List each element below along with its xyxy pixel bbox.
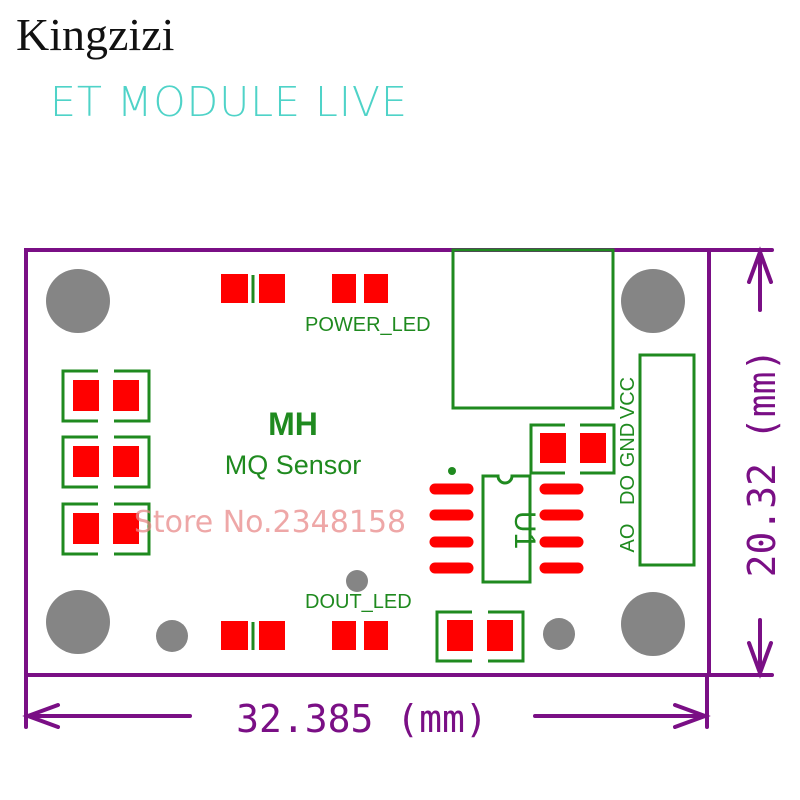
width-dimension-line xyxy=(22,673,711,729)
ic-pin1-marker xyxy=(448,467,456,475)
ic-body-outline xyxy=(481,474,532,584)
height-dimension-line xyxy=(707,246,774,679)
pin-label-gnd: GND xyxy=(617,423,639,467)
pin-label-do: DO xyxy=(617,475,639,505)
mounting-hole-top-right xyxy=(621,269,685,333)
dout-led-label: DOUT_LED xyxy=(305,591,412,613)
left-pad-group-2 xyxy=(61,435,151,489)
board-title: MH xyxy=(268,406,318,442)
pin-label-ao: AO xyxy=(617,524,639,553)
bottom-pad-group xyxy=(435,610,525,663)
left-pad-group-1 xyxy=(61,369,151,423)
pin-header-outline xyxy=(638,353,696,567)
power-led-pads xyxy=(332,274,388,303)
brand-title: Kingzizi xyxy=(16,9,175,60)
dout-led-pads xyxy=(332,621,388,650)
left-pad-group-3 xyxy=(61,502,151,556)
power-led-label: POWER_LED xyxy=(305,314,431,336)
ic-label: U1 xyxy=(508,511,541,549)
via-right xyxy=(543,618,575,650)
mounting-hole-bottom-left xyxy=(46,590,110,654)
resistor-top xyxy=(221,274,285,303)
resistor-bottom xyxy=(221,621,285,650)
right-pad-group xyxy=(529,423,616,475)
height-dimension-label: 20.32 (mm) xyxy=(740,349,784,578)
via-left xyxy=(156,620,188,652)
potentiometer-outline xyxy=(451,248,615,410)
mounting-hole-top-left xyxy=(46,269,110,333)
module-subtitle: ET MODULE LIVE xyxy=(50,78,408,126)
ic-right-pads xyxy=(539,483,584,574)
width-dimension-label: 32.385 (mm) xyxy=(236,697,488,741)
store-watermark: Store No.2348158 xyxy=(134,505,406,540)
mounting-hole-bottom-right xyxy=(621,592,685,656)
ic-left-pads xyxy=(429,483,474,574)
board-outline xyxy=(24,248,711,677)
pin-label-vcc: VCC xyxy=(617,377,639,419)
via-center xyxy=(346,570,368,592)
board-subtitle: MQ Sensor xyxy=(225,450,362,480)
